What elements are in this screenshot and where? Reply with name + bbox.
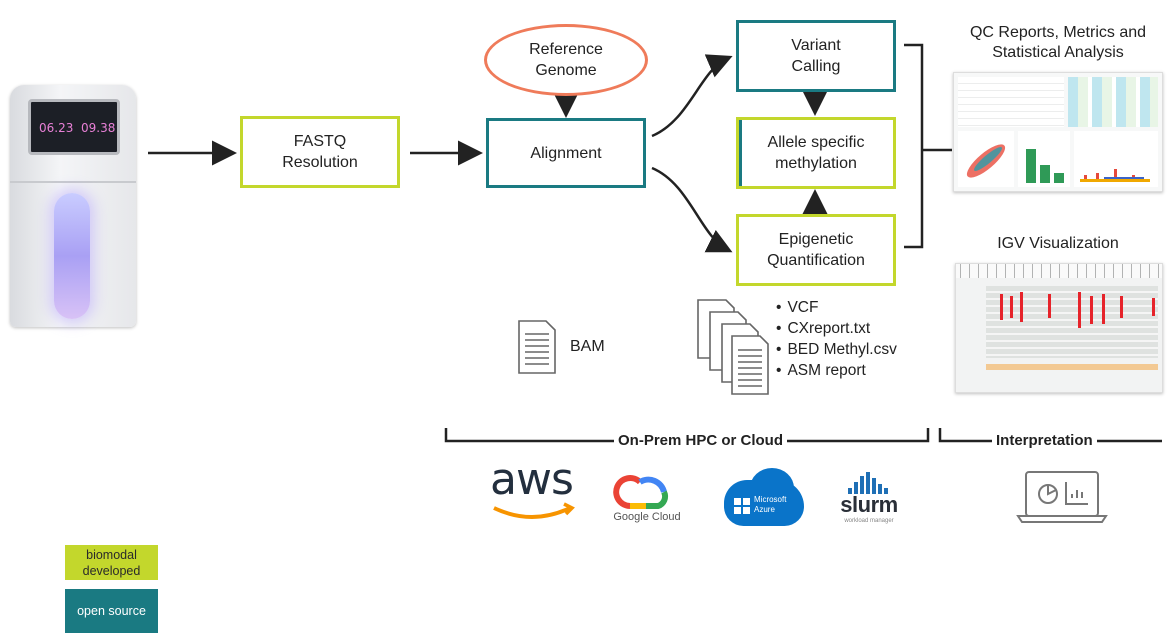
qc-scatter-preview xyxy=(958,131,1014,187)
epigenetic-quantification-node: Epigenetic Quantification xyxy=(736,214,896,286)
output-file-item: CXreport.txt xyxy=(776,318,897,339)
variant-calling-node: Variant Calling xyxy=(736,20,896,92)
qc-dotplot-preview xyxy=(1074,131,1158,187)
arrow-alignment-to-variant xyxy=(651,54,733,138)
igv-header-preview xyxy=(956,264,1162,278)
azure-cloud-bump xyxy=(750,468,794,508)
screen-readout-left: 06.23 xyxy=(39,121,74,135)
aws-logo: aws xyxy=(486,454,578,522)
results-bracket xyxy=(904,43,952,249)
igv-track-preview xyxy=(986,286,1158,358)
windows-icon xyxy=(734,498,750,514)
azure-logo: Microsoft Azure xyxy=(720,468,806,528)
qc-report-thumbnail xyxy=(953,72,1163,192)
device-divider xyxy=(10,181,136,183)
output-file-item: BED Methyl.csv xyxy=(776,339,896,360)
aws-logo-text: aws xyxy=(490,454,574,505)
documents-stack-icon xyxy=(696,298,772,398)
igv-thumbnail xyxy=(955,263,1163,393)
google-cloud-logo: Google Cloud xyxy=(606,470,688,530)
qc-bar-preview xyxy=(1018,131,1070,187)
bam-document-icon xyxy=(518,320,556,374)
device-light-panel xyxy=(54,193,90,319)
legend-open-source: open source xyxy=(65,589,158,633)
output-file-item: VCF xyxy=(776,297,897,318)
azure-label-line2: Azure xyxy=(754,505,775,514)
slurm-logo: slurm workload manager xyxy=(834,470,904,530)
sequencer-device: 06.23 09.38 xyxy=(10,85,136,327)
slurm-subtitle: workload manager xyxy=(844,518,894,524)
qc-heatmap-preview xyxy=(1068,77,1158,127)
device-screen: 06.23 09.38 xyxy=(28,99,120,155)
legend-biomodal-developed: biomodal developed xyxy=(65,545,158,580)
igv-coverage-preview xyxy=(986,364,1158,370)
azure-label-line1: Microsoft xyxy=(754,495,787,504)
slurm-wordmark: slurm xyxy=(840,492,898,517)
asm-node: Allele specific methylation xyxy=(736,117,896,189)
igv-visualization-title: IGV Visualization xyxy=(997,235,1119,252)
bam-label: BAM xyxy=(570,338,605,355)
fastq-resolution-node: FASTQ Resolution xyxy=(240,116,400,188)
qc-table-preview xyxy=(958,77,1064,127)
reference-genome-node: Reference Genome xyxy=(484,24,648,96)
interpretation-bracket-label: Interpretation xyxy=(992,432,1097,449)
laptop-analytics-icon xyxy=(1014,468,1110,526)
arrow-alignment-to-epigenetic xyxy=(651,166,733,253)
qc-reports-title: QC Reports, Metrics and Statistical Anal… xyxy=(969,24,1147,61)
output-file-list: VCF CXreport.txt BED Methyl.csv ASM repo… xyxy=(776,297,897,381)
output-file-item: ASM report xyxy=(776,360,897,381)
onprem-bracket-label: On-Prem HPC or Cloud xyxy=(614,432,788,449)
google-cloud-label: Google Cloud xyxy=(613,511,681,523)
screen-readout-right: 09.38 xyxy=(81,121,116,135)
alignment-node: Alignment xyxy=(486,118,646,188)
